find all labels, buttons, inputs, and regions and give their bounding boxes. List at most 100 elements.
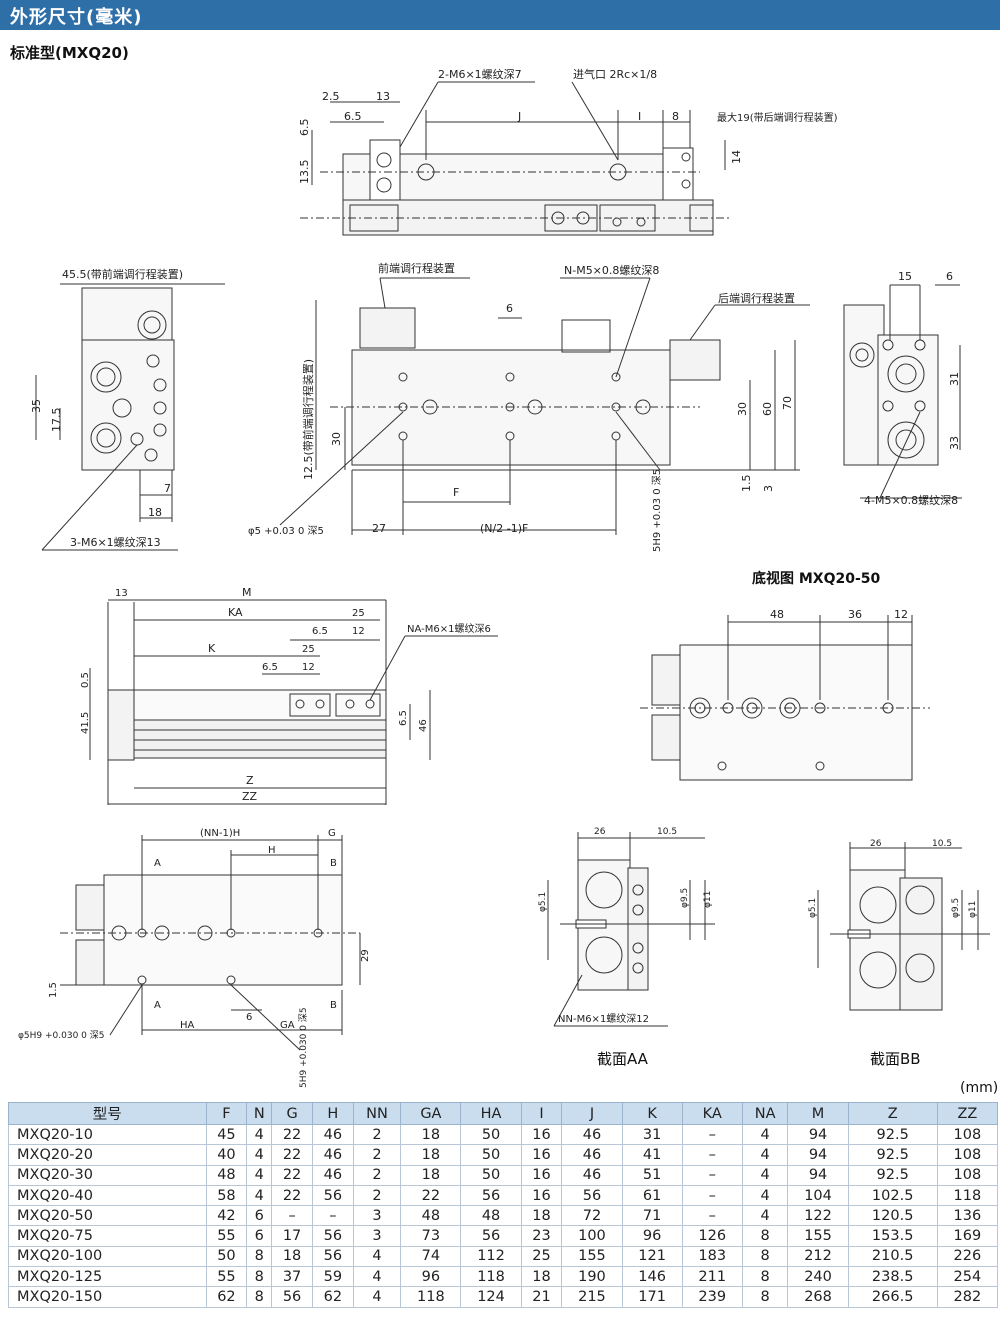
end-view: [35, 283, 225, 551]
table-header: K: [621, 1102, 683, 1125]
table-header: NN: [352, 1102, 402, 1125]
dim-6-5-mid: 6.5: [312, 626, 328, 637]
dim-33: 33: [948, 436, 961, 450]
dim-F: F: [453, 486, 459, 499]
dim-9-5-bb: φ9.5: [951, 898, 961, 918]
table-header: M: [787, 1102, 849, 1125]
table-cell: 31: [621, 1123, 683, 1146]
table-cell: 51: [621, 1164, 683, 1186]
dim-13: 13: [376, 90, 390, 103]
table-cell: 118: [936, 1184, 999, 1207]
table-header: I: [520, 1102, 563, 1125]
dim-KA: KA: [228, 606, 243, 619]
note-5h9: 5H9 +0.03 0 深5: [651, 469, 663, 552]
table-cell: 155: [561, 1245, 623, 1268]
table-cell: 112: [460, 1245, 522, 1268]
table-cell: 2: [352, 1164, 402, 1186]
bottom-view-title: 底视图 MXQ20-50: [752, 571, 881, 587]
table-cell: 122: [787, 1205, 849, 1227]
side-view: [279, 277, 810, 535]
table-cell: 282: [936, 1286, 999, 1308]
table-cell: 48: [400, 1205, 462, 1227]
table-cell: 212: [787, 1245, 849, 1268]
table-cell: 124: [460, 1286, 522, 1308]
dimension-table: 型号 F N G H NN GA HA I J K KA NA M Z ZZ M…: [8, 1102, 999, 1308]
note-2-m6: 2-M6×1螺纹深7: [438, 67, 522, 81]
table-cell: 92.5: [847, 1144, 938, 1166]
bottom-view: [640, 615, 930, 781]
dim-25b: 25: [302, 644, 315, 655]
model-cell: MXQ20-50: [8, 1205, 207, 1227]
table-cell: 73: [400, 1225, 462, 1247]
table-cell: 62: [311, 1286, 354, 1308]
table-cell: 239: [681, 1286, 743, 1308]
table-cell: 50: [460, 1123, 522, 1146]
unit-label: (mm): [960, 1080, 999, 1096]
table-cell: 4: [352, 1245, 402, 1268]
table-cell: 45: [205, 1123, 248, 1146]
table-cell: 16: [520, 1144, 563, 1166]
table-cell: 121: [621, 1245, 683, 1268]
table-cell: –: [311, 1205, 354, 1227]
dim-12b: 12: [302, 662, 315, 673]
table-cell: 183: [681, 1245, 743, 1268]
table-cell: 4: [741, 1184, 789, 1207]
model-cell: MXQ20-150: [8, 1286, 207, 1308]
dim-10-5-aa: 10.5: [657, 827, 677, 837]
table-cell: –: [681, 1164, 743, 1186]
table-cell: 46: [561, 1123, 623, 1146]
table-cell: 25: [520, 1245, 563, 1268]
note-port: 进气口 2Rc×1/8: [573, 67, 657, 81]
table-cell: 108: [936, 1144, 999, 1166]
dim-35: 35: [30, 399, 43, 413]
dim-30-left: 30: [330, 432, 343, 446]
table-cell: 4: [741, 1205, 789, 1227]
table-cell: –: [271, 1205, 313, 1227]
dim-11-aa: φ11: [703, 891, 713, 908]
note-nn-m6: NN-M6×1螺纹深12: [558, 1012, 649, 1025]
table-cell: 37: [271, 1266, 313, 1288]
table-cell: 18: [400, 1144, 462, 1166]
table-header: N: [246, 1102, 273, 1125]
top-view: [300, 81, 730, 236]
table-cell: 4: [246, 1144, 273, 1166]
table-header: G: [271, 1102, 313, 1125]
table-header: 型号: [8, 1102, 207, 1125]
section-aa-label: 截面AA: [597, 1050, 648, 1068]
table-header: KA: [681, 1102, 743, 1125]
table-cell: 8: [741, 1286, 789, 1308]
table-cell: 211: [681, 1266, 743, 1288]
dim-15: 15: [898, 270, 912, 283]
dim-A-bottom: A: [154, 1000, 161, 1011]
table-cell: 62: [205, 1286, 248, 1308]
table-cell: 92.5: [847, 1123, 938, 1146]
table-cell: 2: [352, 1144, 402, 1166]
table-cell: 40: [205, 1144, 248, 1166]
table-cell: 46: [311, 1144, 354, 1166]
dim-46: 46: [418, 719, 429, 732]
dim-GA: GA: [280, 1020, 295, 1031]
table-cell: 120.5: [847, 1205, 938, 1227]
dim-0-5: 0.5: [80, 672, 91, 688]
table-cell: 3: [352, 1205, 402, 1227]
table-cell: 22: [271, 1144, 313, 1166]
table-cell: 4: [741, 1144, 789, 1166]
dim-9-5-aa: φ9.5: [680, 888, 690, 908]
table-header-row: 型号 F N G H NN GA HA I J K KA NA M Z ZZ: [8, 1102, 999, 1125]
table-cell: 226: [936, 1245, 999, 1268]
dim-6-5-vert: 6.5: [298, 119, 311, 137]
table-cell: 46: [561, 1144, 623, 1166]
table-cell: 8: [246, 1286, 273, 1308]
dim-26-aa: 26: [594, 827, 606, 837]
table-cell: 102.5: [847, 1184, 938, 1207]
dim-Z: Z: [246, 774, 254, 787]
dim-A-top: A: [154, 858, 161, 869]
section-bb: [817, 842, 990, 1011]
table-cell: 136: [936, 1205, 999, 1227]
